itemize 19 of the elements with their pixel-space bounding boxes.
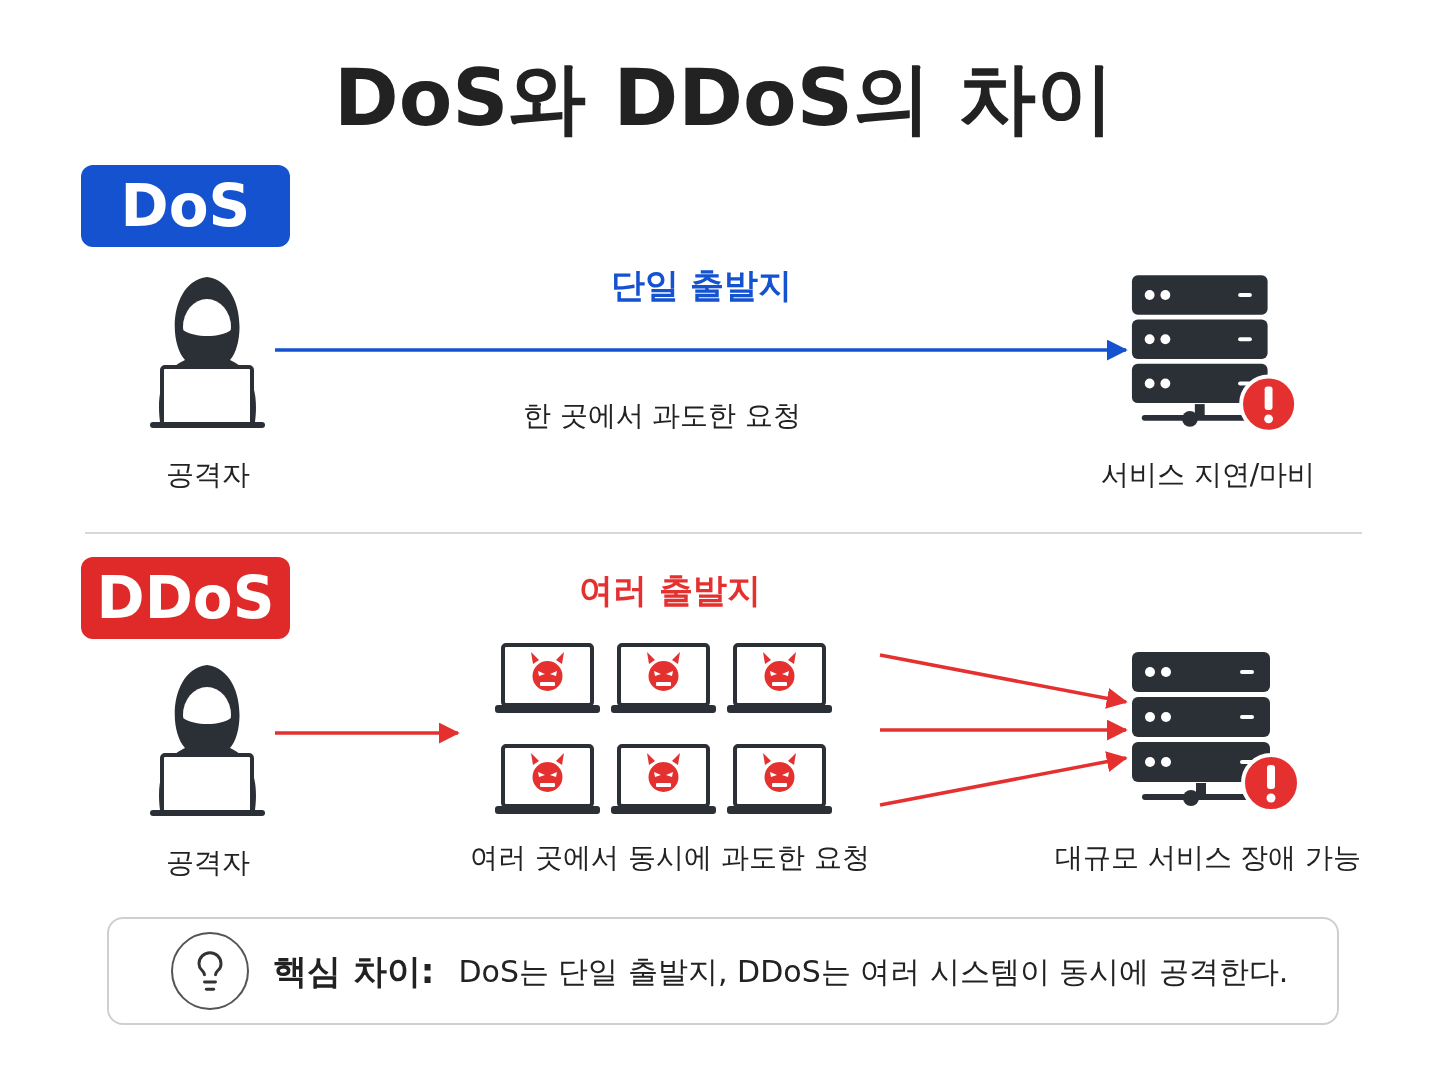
icon-caption: 서비스 지연/마비 — [1100, 457, 1316, 493]
arrow — [275, 722, 460, 744]
key-point-text: DoS는 단일 출발지, DDoS는 여러 시스템이 동시에 공격한다. — [458, 952, 1289, 991]
edge-label: 단일 출발지 — [610, 264, 793, 307]
arrow — [880, 719, 1128, 741]
key-point-box — [107, 917, 1339, 1025]
arrow — [879, 751, 1128, 807]
arrow — [879, 653, 1128, 709]
section-badge: DoS — [81, 165, 290, 247]
key-point-heading: 핵심 차이: — [273, 949, 435, 993]
group-caption: 여러 곳에서 동시에 과도한 요청 — [469, 840, 871, 876]
request-note: 한 곳에서 과도한 요청 — [522, 398, 802, 434]
arrow — [275, 339, 1128, 361]
icon-caption: 공격자 — [165, 845, 250, 881]
title: DoS와 DDoS의 차이 — [332, 52, 1116, 145]
icon-caption: 대규모 서비스 장애 가능 — [1054, 840, 1362, 876]
group-heading: 여러 출발지 — [578, 569, 762, 612]
icon-caption: 공격자 — [165, 457, 250, 493]
section-badge: DDoS — [81, 557, 290, 639]
